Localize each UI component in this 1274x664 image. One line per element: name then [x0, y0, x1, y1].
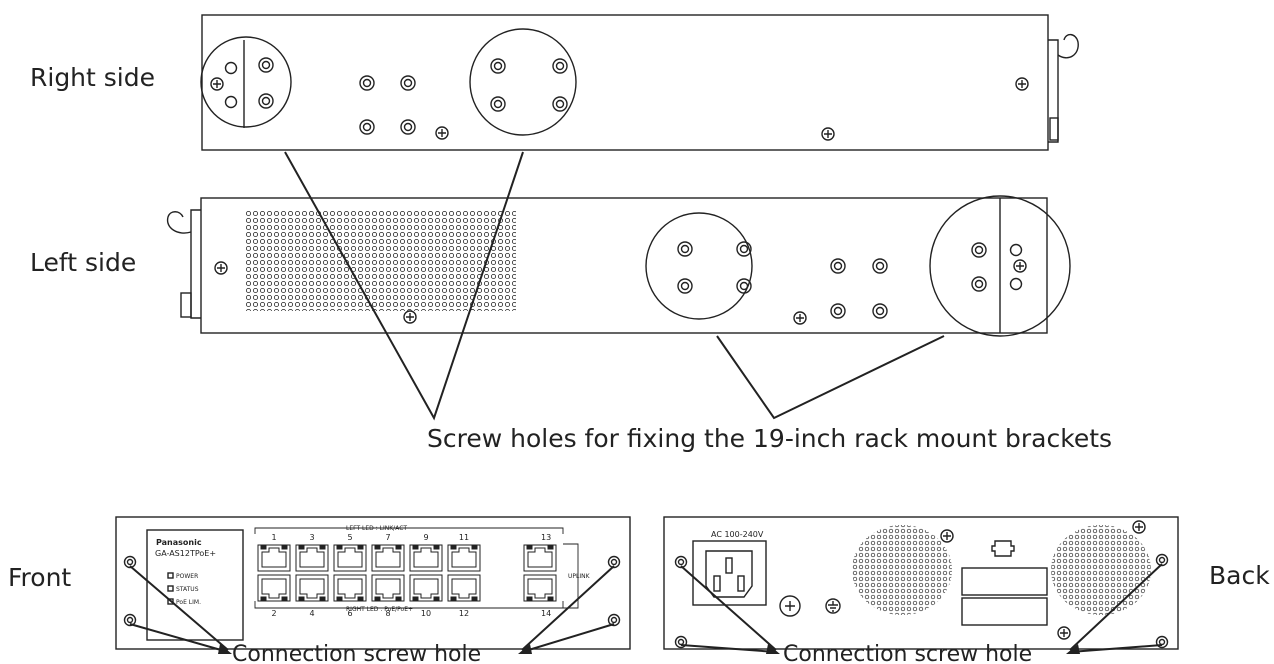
ventilation-grille — [244, 211, 516, 311]
screw-holes — [224, 57, 568, 135]
led-status-indicator — [167, 585, 174, 592]
port-number: 8 — [385, 609, 390, 618]
brand-plate — [146, 529, 244, 641]
port-number: 1 — [271, 533, 276, 542]
rack-leader-lines — [284, 151, 945, 421]
magnifier-circle — [469, 28, 577, 136]
left-led-caption: LEFT LED : LINK/ACT — [346, 525, 407, 532]
cable-hook-mount — [190, 209, 201, 319]
port-number: 7 — [385, 533, 390, 542]
screw-holes — [123, 555, 621, 627]
rj45-port — [371, 544, 405, 572]
rj45-port — [447, 574, 481, 602]
cable-hook-icon — [1057, 33, 1079, 59]
back-panel — [663, 516, 1179, 650]
back-connection-caption: Connection screw hole — [783, 642, 1032, 664]
port-number: 4 — [309, 609, 314, 618]
rj45-port — [409, 544, 443, 572]
rj45-port — [257, 574, 291, 602]
left-led-bracket — [254, 527, 564, 534]
cable-hook-icon — [166, 211, 192, 234]
power-inlet-socket — [705, 550, 753, 598]
right-side-view — [200, 14, 1079, 151]
phillips-screw-icon — [210, 77, 1029, 141]
port-number: 3 — [309, 533, 314, 542]
arrowheads — [218, 644, 1080, 654]
front-panel-text: Panasonic GA-AS12TPoE+ POWER STATUS PoE … — [155, 525, 591, 618]
rj45-port — [409, 574, 443, 602]
right-led-caption: RIGHT LED : PoE/PoE+ — [346, 606, 413, 613]
screw-holes — [677, 241, 1023, 319]
front-label: Front — [8, 563, 71, 592]
back-label: Back — [1209, 561, 1270, 590]
model-name: GA-AS12TPoE+ — [155, 549, 216, 558]
right-led-bracket — [254, 601, 564, 609]
rj45-port — [295, 544, 329, 572]
brand-name: Panasonic — [156, 538, 202, 547]
rj45-port — [447, 544, 481, 572]
right-side-label: Right side — [30, 63, 155, 92]
magnifier-circle — [200, 36, 292, 128]
rj45-port — [523, 544, 557, 572]
power-pin — [725, 557, 733, 574]
port-number: 12 — [459, 609, 469, 618]
uplink-bracket — [563, 543, 579, 609]
power-pin — [737, 575, 745, 592]
rj45-port — [257, 544, 291, 572]
front-panel-outline — [115, 516, 631, 650]
ground-symbol-icon — [825, 598, 841, 614]
fan-vent-right — [1051, 525, 1151, 615]
screw-holes — [674, 553, 1169, 649]
rj45-port — [333, 574, 367, 602]
phillips-screw-icon — [940, 520, 1146, 640]
power-pin — [713, 575, 721, 592]
port-number: 2 — [271, 609, 276, 618]
led-power-indicator — [167, 572, 174, 579]
power-rating-label: AC 100-240V — [711, 530, 764, 539]
rj45-port — [333, 544, 367, 572]
magnifier-circle — [645, 212, 753, 320]
led-label-status: STATUS — [176, 586, 199, 593]
right-side-panel — [201, 14, 1049, 151]
rack-holes-caption: Screw holes for fixing the 19-inch rack … — [427, 424, 1112, 453]
led-label-power: POWER — [176, 573, 198, 580]
hook-clip — [1049, 117, 1059, 141]
port-number: 13 — [541, 533, 551, 542]
console-port-icon — [991, 540, 1015, 557]
cable-hook-mount — [1048, 39, 1059, 143]
magnifier-circle — [929, 195, 1071, 337]
port-number: 9 — [423, 533, 428, 542]
hook-clip — [180, 292, 192, 318]
back-panel-outline — [663, 516, 1179, 650]
power-inlet-frame — [692, 540, 767, 606]
led-label-poe: PoE LIM. — [176, 599, 201, 606]
front-panel — [115, 516, 631, 650]
left-side-panel — [200, 197, 1048, 334]
port-number: 10 — [421, 609, 431, 618]
fan-vent-left — [852, 525, 952, 615]
uplink-label: UPLINK — [568, 573, 591, 580]
phillips-screw-icon — [214, 259, 1027, 325]
left-side-label: Left side — [30, 248, 136, 277]
rj45-port — [523, 574, 557, 602]
connection-leader-lines — [129, 563, 1163, 653]
ground-screw-icon — [779, 595, 801, 617]
left-side-view — [166, 195, 1071, 337]
front-connection-caption: Connection screw hole — [232, 642, 481, 664]
port-number: 11 — [459, 533, 469, 542]
expansion-slot-cover — [961, 567, 1048, 596]
expansion-slot-cover — [961, 597, 1048, 626]
rj45-port — [371, 574, 405, 602]
rj45-port — [295, 574, 329, 602]
port-number: 14 — [541, 609, 551, 618]
port-number: 6 — [347, 609, 352, 618]
port-number: 5 — [347, 533, 352, 542]
led-poe-indicator — [167, 598, 174, 605]
